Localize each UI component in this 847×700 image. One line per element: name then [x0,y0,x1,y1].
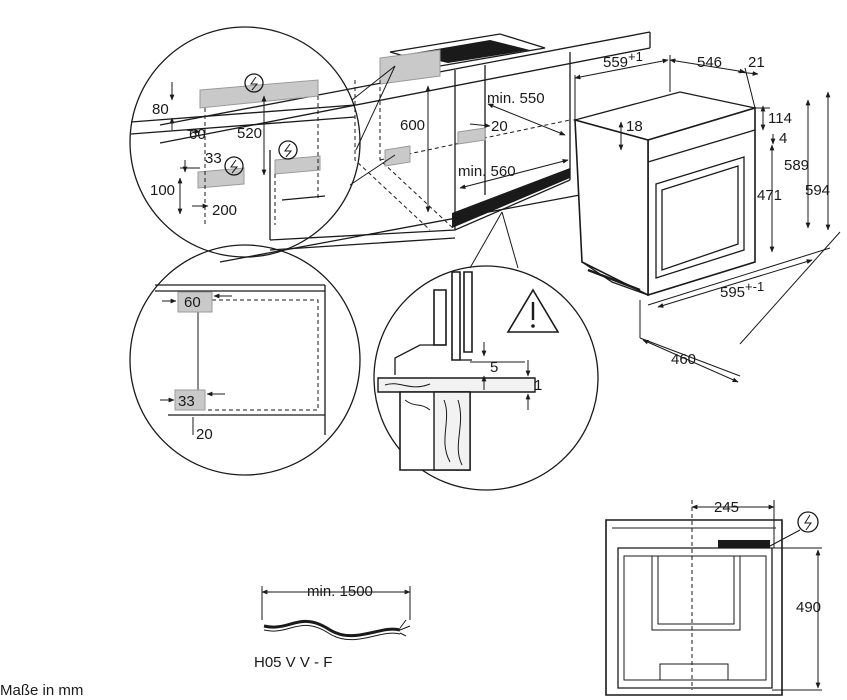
detail-left-33: 33 [178,393,195,410]
back-dim-490: 490 [796,599,821,616]
detail-top-33: 33 [205,150,222,167]
dim-18: 18 [626,118,643,135]
oven: 559+1 546 21 18 114 4 471 589 594 595+-1 [572,49,841,383]
dim-min-560: min. 560 [458,163,516,180]
cable-type: H05 V V - F [254,654,332,671]
detail-install-1: 1 [534,377,542,394]
electric-hazard-icon [797,511,819,533]
dim-114: 114 [768,110,792,127]
detail-install-circle: 5 1 [373,265,599,491]
dim-594: 594 [805,182,830,199]
power-cable: min. 1500 H05 V V - F [254,583,411,671]
dim-20: 20 [491,118,508,135]
kitchen-cabinet: 600 min. 550 20 min. 560 [159,31,651,269]
back-dim-245: 245 [714,499,739,516]
dim-471: 471 [757,187,782,204]
detail-left-circle: 60 33 20 [129,244,361,476]
detail-top-circle: 80 60 520 33 100 200 [129,26,361,258]
warning-icon [506,288,560,333]
detail-top-80: 80 [152,101,169,118]
dim-546: 546 [697,54,722,71]
dim-4: 4 [779,130,787,147]
dim-600: 600 [400,117,425,134]
detail-top-60: 60 [189,126,206,143]
dim-min-550: min. 550 [487,90,545,107]
detail-left-20: 20 [196,426,213,443]
detail-top-520: 520 [237,125,262,142]
dim-460: 460 [671,351,696,368]
dim-589: 589 [784,157,809,174]
dim-595: 595+-1 [720,279,764,301]
detail-top-100: 100 [150,182,175,199]
dim-559: 559+1 [603,49,643,71]
units-caption: Maße in mm [0,682,83,699]
detail-install-5: 5 [490,359,498,376]
detail-top-200: 200 [212,202,237,219]
cable-length: min. 1500 [307,583,373,600]
detail-left-60: 60 [184,294,201,311]
dim-21: 21 [748,54,765,71]
back-view: 245 490 [605,499,822,696]
